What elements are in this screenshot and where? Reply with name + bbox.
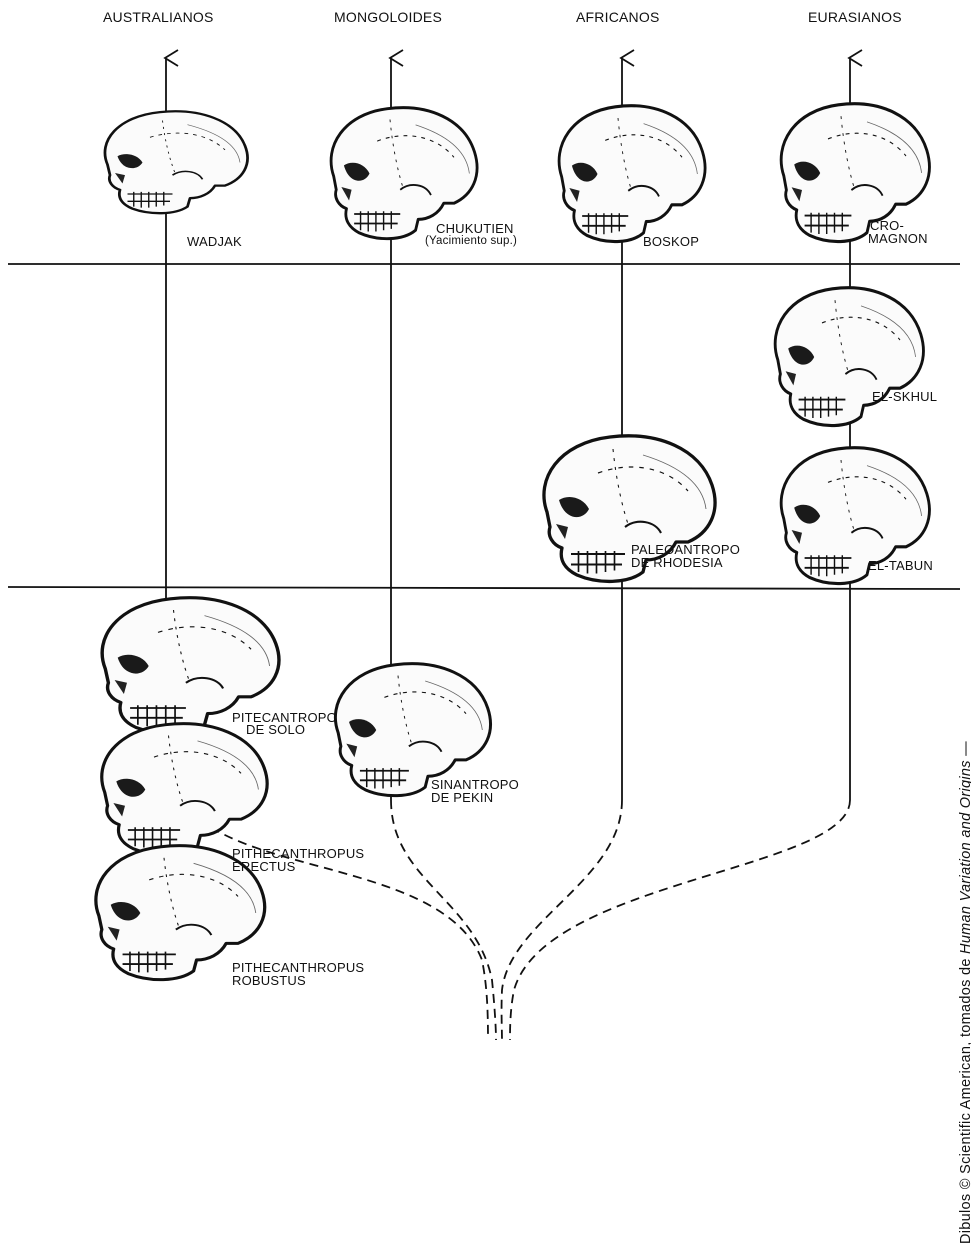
chukutien-skull xyxy=(331,108,477,239)
specimen-label-robustus-2: ROBUSTUS xyxy=(232,974,306,988)
credit-prefix: Dibulos © Scientific American, tomados d… xyxy=(958,954,971,1244)
specimen-label-erectus-2: ERECTUS xyxy=(232,860,296,874)
specimen-label-wadjak: WADJAK xyxy=(187,235,242,249)
specimen-label-pekin-2: DE PEKIN xyxy=(431,791,493,805)
credit-suffix: — xyxy=(958,741,971,760)
boskop-skull xyxy=(559,106,705,242)
lineage-label-australianos: AUSTRALIANOS xyxy=(103,10,214,24)
erectus-skull xyxy=(102,724,267,855)
specimen-label-cromagnon-2: MAGNON xyxy=(868,232,928,246)
pekin-skull xyxy=(335,664,490,796)
cromagnon-skull xyxy=(781,104,929,242)
lineage-label-eurasianos: EURASIANOS xyxy=(808,10,902,24)
image-credit: Dibulos © Scientific American, tomados d… xyxy=(958,741,971,1244)
specimen-sublabel-chukutien: (Yacimiento sup.) xyxy=(425,234,517,248)
lineage-label-africanos: AFRICANOS xyxy=(576,10,659,24)
specimen-label-boskop: BOSKOP xyxy=(643,235,699,249)
era-divider-lower xyxy=(8,587,960,589)
specimen-label-solo-2: DE SOLO xyxy=(246,723,305,737)
credit-book-title: Human Variation and Origins xyxy=(958,760,971,954)
common-root xyxy=(178,780,850,1040)
specimen-label-eltabun: EL-TABUN xyxy=(868,559,933,573)
elskhul-skull xyxy=(775,288,923,426)
specimen-label-rhodesia-2: DE RHODESIA xyxy=(631,556,723,570)
lineage-label-mongoloides: MONGOLOIDES xyxy=(334,10,442,24)
specimen-label-elskhul: EL-SKHUL xyxy=(872,390,937,404)
wadjak-skull xyxy=(105,111,248,213)
